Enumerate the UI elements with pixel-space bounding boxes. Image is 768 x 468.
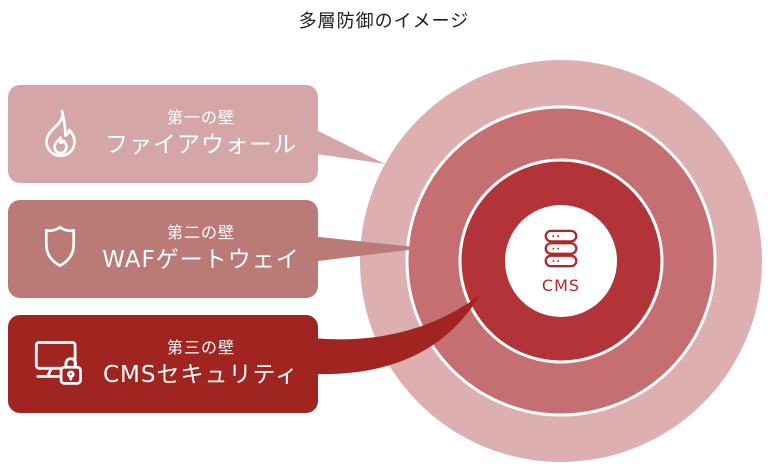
- wall-card-cms-security: 第三の壁 CMSセキュリティ: [8, 315, 318, 413]
- wall-name-label: CMSセキュリティ: [102, 361, 300, 388]
- wall-name-label: WAFゲートウェイ: [102, 246, 300, 273]
- wall-card-firewall: 第一の壁 ファイアウォール: [8, 85, 318, 183]
- wall-name-label: ファイアウォール: [105, 131, 297, 158]
- shield-icon: [32, 220, 88, 278]
- pointer-firewall: [310, 127, 385, 164]
- core-circle: [505, 205, 617, 317]
- wall-step-label: 第二の壁: [166, 222, 235, 242]
- wall-card-firewall-labels: 第一の壁 ファイアウォール: [88, 107, 318, 158]
- monitor-lock-icon: [32, 335, 88, 393]
- diagram-title: 多層防御のイメージ: [298, 11, 470, 32]
- pointer-cms-security: [312, 295, 480, 375]
- server-icon: [538, 228, 584, 274]
- wall-step-label: 第一の壁: [166, 107, 235, 127]
- wall-card-waf-labels: 第二の壁 WAFゲートウェイ: [88, 222, 318, 273]
- cms-core: CMS: [505, 205, 617, 317]
- wall-card-waf-gateway: 第二の壁 WAFゲートウェイ: [8, 200, 318, 298]
- cms-core-label: CMS: [541, 275, 581, 295]
- wall-step-label: 第三の壁: [166, 337, 235, 357]
- flame-icon: [32, 105, 88, 163]
- pointer-waf: [310, 236, 424, 262]
- wall-card-cms-labels: 第三の壁 CMSセキュリティ: [88, 337, 318, 388]
